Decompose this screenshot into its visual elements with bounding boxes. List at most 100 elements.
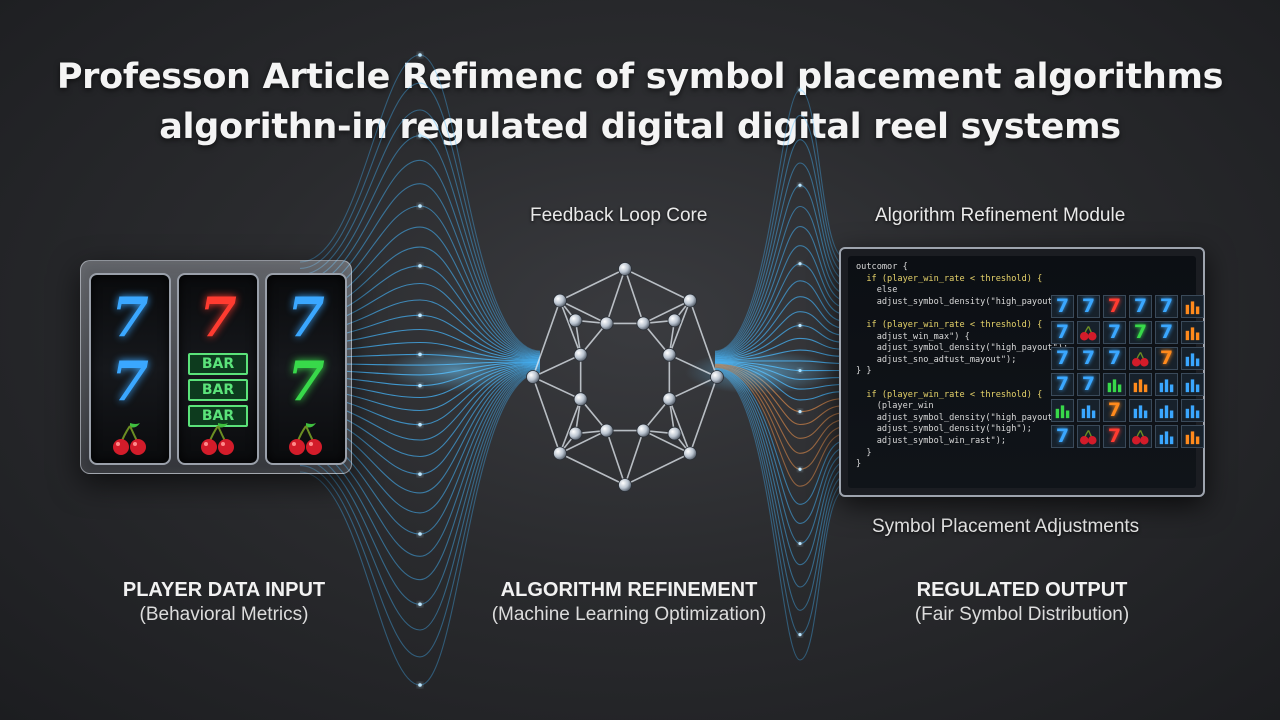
output-stream-line — [714, 114, 846, 353]
seven-symbol-icon: 7 — [1051, 321, 1074, 344]
cherry-icon — [113, 423, 146, 455]
right-flow-glow — [685, 350, 835, 394]
network-edge — [624, 452, 691, 486]
reel-3: 7 7 — [265, 273, 347, 465]
code-line: } } — [856, 366, 872, 377]
network-edge — [643, 429, 691, 455]
input-stream-line — [299, 367, 541, 514]
output-stream-line — [714, 369, 846, 545]
output-stream-line — [714, 371, 846, 636]
input-stream-line — [299, 372, 541, 686]
reel-2: 7 BAR BAR BAR — [177, 273, 259, 465]
network-edge — [559, 452, 626, 486]
reel-1: 7 7 — [89, 273, 171, 465]
network-node-icon — [662, 392, 677, 407]
input-stream-line — [299, 369, 541, 581]
seven-symbol-icon: 7 — [199, 285, 237, 349]
seven-symbol-icon: 7 — [1051, 373, 1074, 396]
code-line: if (player_win_rate < threshold) { — [856, 389, 1043, 400]
bar-chart-symbol-icon — [1181, 399, 1204, 422]
output-stream-line — [714, 205, 846, 355]
seven-symbol-icon: 7 — [111, 285, 149, 349]
output-stream-line — [714, 263, 846, 357]
code-line: } — [856, 459, 862, 470]
output-stream-line — [714, 371, 846, 611]
data-particle — [798, 323, 802, 328]
input-stream-line — [299, 54, 541, 352]
output-stream-line — [714, 245, 846, 357]
network-edge — [669, 354, 718, 378]
network-edge — [605, 430, 626, 486]
bar-chart-symbol-icon — [1103, 373, 1126, 396]
network-edge — [689, 300, 718, 378]
data-particle — [798, 183, 802, 187]
seven-symbol-icon: 7 — [1103, 399, 1126, 422]
page-title: Professon Article Refimenc of symbol pla… — [0, 52, 1280, 152]
cherry-icon — [289, 423, 322, 455]
code-line: adjust_sno_adtust_mayout"); — [856, 354, 1017, 365]
seven-symbol-icon: 7 — [1129, 321, 1152, 344]
input-stream-line — [299, 246, 541, 357]
data-particle — [418, 602, 422, 607]
bar-label: BAR — [188, 405, 248, 427]
output-stream-line — [714, 368, 846, 524]
bar-chart-symbol-icon — [1129, 373, 1152, 396]
output-column-subtitle: (Fair Symbol Distribution) — [914, 604, 1130, 625]
network-edge — [559, 429, 607, 455]
bar-chart-symbol-icon — [1181, 295, 1204, 318]
network-edge — [624, 430, 645, 486]
seven-symbol-icon: 7 — [287, 285, 325, 349]
seven-symbol-icon: 7 — [1051, 425, 1074, 448]
cherry-icon — [1077, 321, 1100, 344]
input-column-subtitle: (Behavioral Metrics) — [139, 604, 309, 625]
network-edge — [532, 354, 581, 378]
data-particle — [798, 262, 802, 266]
network-edge — [559, 268, 626, 302]
seven-symbol-icon: 7 — [1103, 295, 1126, 318]
input-stream-line — [299, 367, 541, 494]
code-line — [856, 308, 1052, 320]
seven-symbol-icon: 7 — [1077, 295, 1100, 318]
code-line: adjust_symbol_win_rast"); — [856, 435, 1007, 446]
output-stream-line — [714, 370, 846, 588]
seven-symbol-icon: 7 — [1103, 425, 1126, 448]
code-line: adjust_symbol_density("high_payout"); — [856, 343, 1069, 354]
network-edge — [532, 376, 561, 454]
output-stream-line — [714, 139, 846, 353]
network-edge — [532, 376, 581, 400]
seven-symbol-icon: 7 — [1103, 347, 1126, 370]
output-stream-line — [714, 372, 846, 661]
code-line: adjust_symbol_density("high"); — [856, 424, 1032, 435]
seven-symbol-icon: 7 — [1051, 347, 1074, 370]
bar-chart-symbol-icon — [1155, 425, 1178, 448]
bar-chart-symbol-icon — [1155, 399, 1178, 422]
network-node-icon — [662, 347, 677, 362]
network-node-icon — [636, 423, 651, 438]
bar-symbol-icon: BAR BAR BAR — [188, 353, 248, 431]
input-stream-line — [299, 226, 541, 357]
output-stream-line — [714, 280, 846, 358]
network-node-icon — [553, 293, 567, 308]
data-particle — [418, 683, 422, 687]
bar-chart-symbol-icon — [1181, 373, 1204, 396]
code-line: if (player_win_rate < threshold) { — [856, 273, 1043, 284]
bar-chart-symbol-icon — [1129, 399, 1152, 422]
code-line: outcomor { — [856, 262, 908, 272]
bar-chart-symbol-icon — [1077, 399, 1100, 422]
input-stream-line — [299, 370, 541, 605]
data-particle — [418, 422, 422, 427]
algorithm-refinement-module-screen: outcomor { if (player_win_rate < thresho… — [839, 247, 1205, 497]
code-listing: outcomor { if (player_win_rate < thresho… — [856, 262, 1069, 471]
bar-chart-symbol-icon — [1181, 321, 1204, 344]
feedback-loop-core-network — [526, 262, 724, 492]
network-node-icon — [573, 347, 588, 362]
code-line: adjust_win_max") { — [856, 331, 970, 342]
network-node-icon — [568, 313, 583, 328]
input-stream-line — [299, 159, 541, 355]
left-flow-glow — [385, 348, 525, 392]
output-stream-line — [714, 369, 846, 566]
network-edge — [605, 268, 626, 324]
seven-symbol-icon: 7 — [1103, 321, 1126, 344]
seven-symbol-icon: 7 — [1155, 295, 1178, 318]
